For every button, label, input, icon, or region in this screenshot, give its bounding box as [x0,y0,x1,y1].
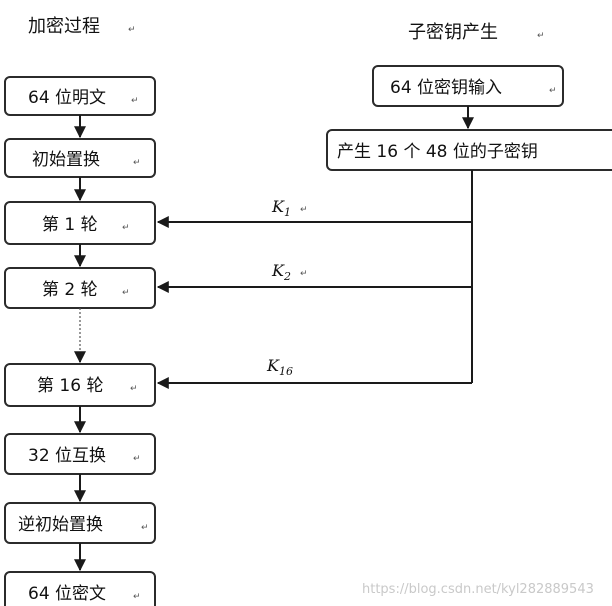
key-input-box: 64 位密钥输入 ↵ [372,65,564,107]
paragraph-mark: ↵ [122,288,130,298]
subkey-generation-label: 产生 16 个 48 位的子密钥 [337,142,538,162]
paragraph-mark: ↵ [122,223,130,233]
swap-32-label: 32 位互换 [28,446,106,466]
inverse-permutation-box: 逆初始置换 ↵ [4,502,156,544]
paragraph-mark: ↵ [133,592,141,602]
initial-permutation-box: 初始置换 ↵ [4,138,156,178]
ciphertext-box: 64 位密文 ↵ [4,571,156,606]
watermark: https://blog.csdn.net/kyl282889543 [362,582,594,597]
paragraph-mark: ↵ [130,384,138,394]
plaintext-label: 64 位明文 [28,88,106,108]
subkey-16-label: K16 [266,356,293,378]
subkey-generation-box: 产生 16 个 48 位的子密钥 [326,129,612,171]
inverse-permutation-label: 逆初始置换 [18,515,103,535]
paragraph-mark: ↵ [300,205,308,215]
paragraph-mark: ↵ [549,86,557,96]
key-input-label: 64 位密钥输入 [390,78,502,98]
subkey-2-label: K2 [271,261,291,283]
round-16-label: 第 16 轮 [37,376,103,396]
swap-32-box: 32 位互换 ↵ [4,433,156,475]
round-2-box: 第 2 轮 ↵ [4,267,156,309]
round-2-label: 第 2 轮 [42,280,98,300]
key-generation-header: 子密钥产生 [408,22,498,43]
paragraph-mark: ↵ [141,523,149,533]
round-1-label: 第 1 轮 [42,215,98,235]
round-1-box: 第 1 轮 ↵ [4,201,156,245]
paragraph-mark: ↵ [131,96,139,106]
paragraph-mark: ↵ [133,454,141,464]
encryption-header: 加密过程 [28,16,100,37]
paragraph-mark: ↵ [128,25,136,35]
subkey-1-label: K1 [271,197,291,219]
paragraph-mark: ↵ [537,31,545,41]
round-16-box: 第 16 轮 ↵ [4,363,156,407]
plaintext-box: 64 位明文 ↵ [4,76,156,116]
paragraph-mark: ↵ [133,158,141,168]
initial-permutation-label: 初始置换 [32,150,100,170]
ciphertext-label: 64 位密文 [28,584,106,604]
paragraph-mark: ↵ [300,269,308,279]
